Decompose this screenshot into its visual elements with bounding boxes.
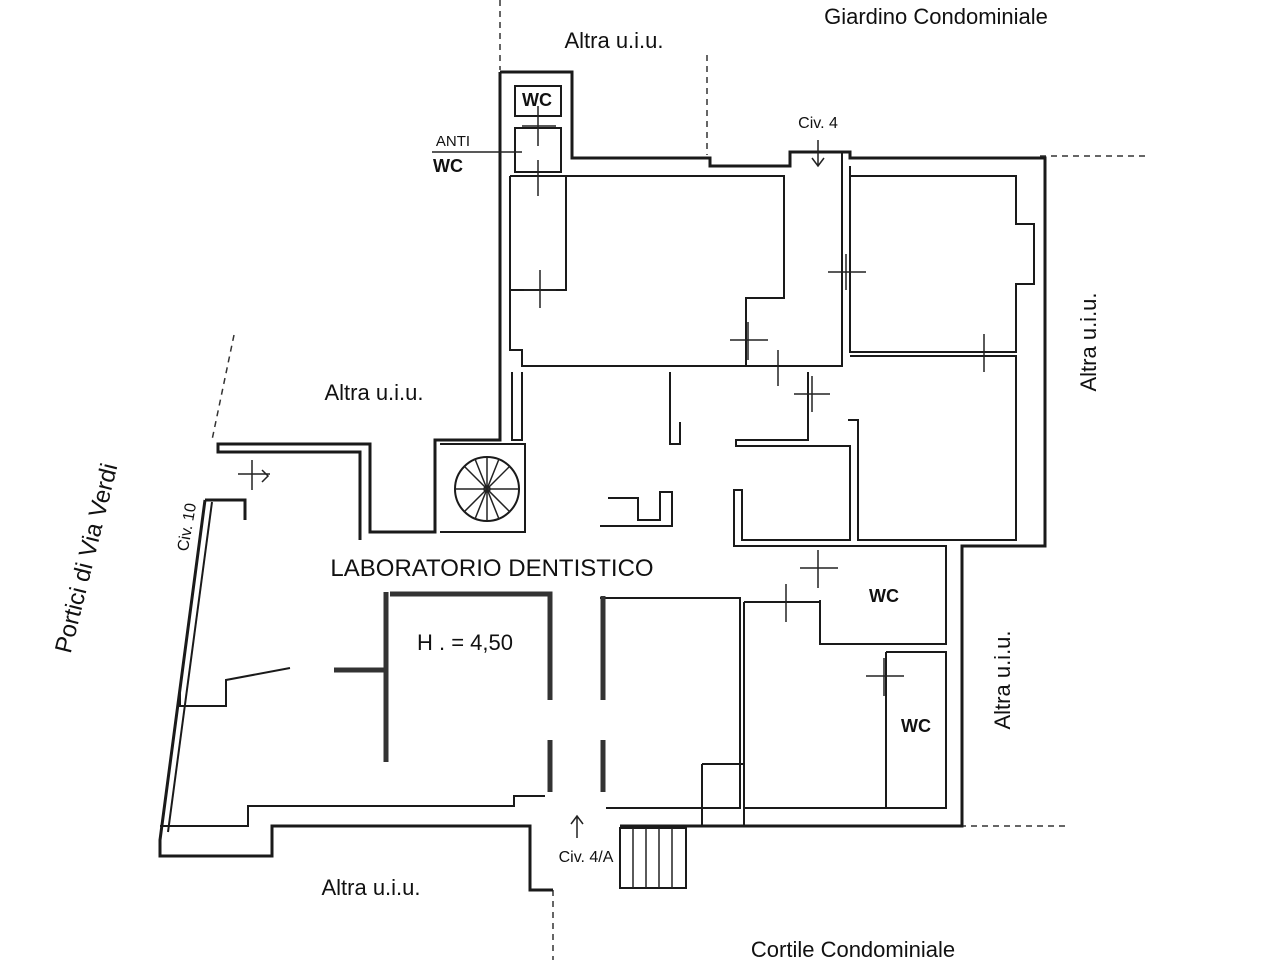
lab-partition-top [390,591,553,700]
civ4a-label: Civ. 4/A [559,849,614,866]
exterior-wall-north-west [216,72,502,540]
inner-south-wall [160,795,545,827]
wc-mid-label: WC [869,586,899,606]
north-neighbor-label: Altra u.i.u. [564,28,663,53]
boundary-lines [211,0,1150,960]
civ4-arrow [811,140,825,168]
corridor-wall-b [733,372,851,547]
boundary-west [211,334,235,441]
east-room [848,355,1017,541]
room-height-label: H . = 4,50 [417,630,513,655]
west-neighbor-label: Altra u.i.u. [324,380,423,405]
step-block [600,491,673,527]
antiwc-label-line2: WC [433,156,463,176]
exterior-walls [158,70,1047,892]
east-neighbor-upper-label: Altra u.i.u. [1076,292,1101,391]
street-label: Portici di Via Verdi [50,461,123,656]
entrance-stair-outline [619,827,687,889]
interior-walls [179,85,1035,826]
civ10-label: Civ. 10 [175,502,200,553]
entrance-stair [619,827,687,889]
north-garden-label: Giardino Condominiale [824,4,1048,29]
north-east-room [849,166,1035,353]
wc-lower-label: WC [901,716,931,736]
north-room-outline [509,152,843,367]
stair-enclosure [440,443,526,533]
civ10-arrow [261,469,270,483]
south-room-niche [702,763,745,826]
wc-top-label: WC [522,90,552,110]
stair-wall-north [511,372,523,441]
corridor-wall-a [669,372,681,445]
wc-mid-lower-link [744,601,886,645]
exterior-wall-north-east [500,70,1047,828]
west-partition [179,667,291,707]
south-east-room [743,602,886,809]
wc-lower-room [885,651,947,809]
south-room [600,597,741,809]
south-courtyard-label: Cortile Condominiale [751,937,955,960]
door-marks [238,106,985,696]
antiwc-label-line1: ANTI [436,133,470,150]
facade-window-line [167,501,213,833]
lab-partitions [334,591,606,792]
civ10-jamb [205,498,247,520]
east-neighbor-lower-label: Altra u.i.u. [990,630,1015,729]
north-room-right-wall [566,175,785,366]
civ4-label: Civ. 4 [798,115,838,132]
civ4a-arrow [570,814,584,838]
spiral-staircase [454,456,520,522]
main-room-name: LABORATORIO DENTISTICO [330,555,653,582]
south-neighbor-label: Altra u.i.u. [321,875,420,900]
entrance-arrows [261,140,825,838]
exterior-wall-south-west [158,499,553,892]
